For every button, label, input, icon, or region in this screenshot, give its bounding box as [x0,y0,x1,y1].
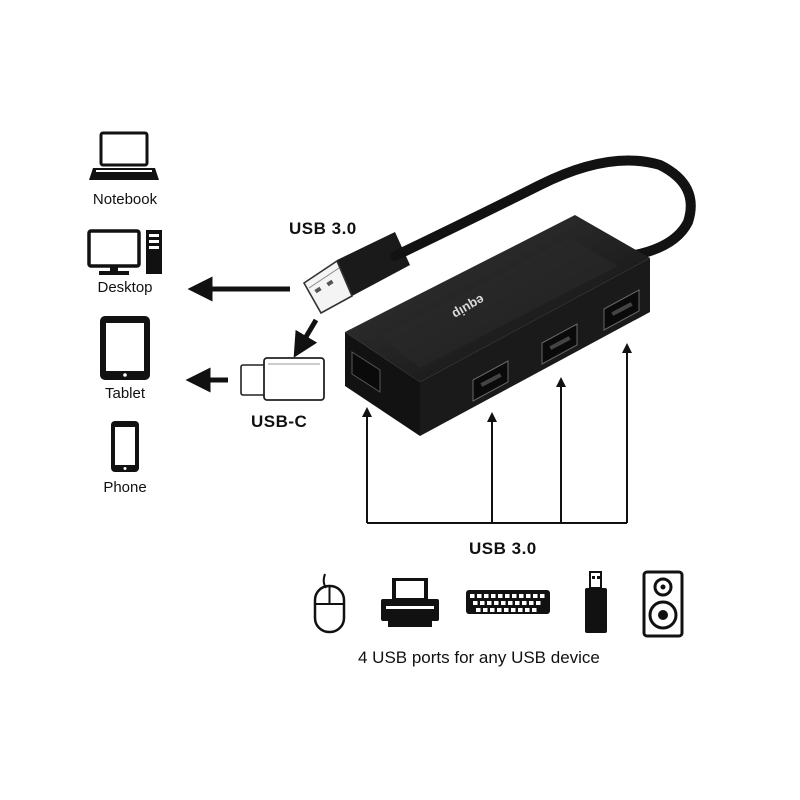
keyboard-key-icon [512,594,517,598]
usb-a-label: USB 3.0 [289,219,357,238]
keyboard-key-icon [533,594,538,598]
usb-a-plug [302,232,410,315]
keyboard-key-icon [497,608,502,612]
phone-icon [111,421,139,472]
keyboard-key-icon [526,594,531,598]
keyboard-key-icon [487,601,492,605]
usb-c-adapter [240,357,325,401]
keyboard-key-icon [483,608,488,612]
notebook-icon [89,131,159,180]
keyboard-key-icon [490,608,495,612]
keyboard-key-icon [515,601,520,605]
speaker-icon [642,570,684,638]
keyboard-key-icon [525,608,530,612]
port-connection-bracket [362,343,632,524]
keyboard-key-icon [494,601,499,605]
usb-port-3 [603,289,640,331]
device-label-tablet: Tablet [104,385,146,402]
keyboard-key-icon [511,608,516,612]
usb-c-label: USB-C [251,412,308,431]
keyboard-key-icon [540,594,545,598]
keyboard-key-icon [476,608,481,612]
keyboard-key-icon [473,601,478,605]
keyboard-key-icon [532,608,537,612]
device-label-phone: Phone [103,479,147,496]
keyboard-key-icon [505,594,510,598]
device-label-desktop: Desktop [97,279,153,296]
keyboard-icon [466,590,550,614]
keyboard-key-icon [508,601,513,605]
device-label-notebook: Notebook [92,191,158,208]
keyboard-key-icon [504,608,509,612]
keyboard-key-icon [491,594,496,598]
hub-cable [390,155,696,261]
keyboard-key-icon [470,594,475,598]
desktop-icon [87,229,162,275]
keyboard-key-icon [529,601,534,605]
keyboard-key-icon [522,601,527,605]
printer-icon [381,578,439,627]
tagline: 4 USB ports for any USB device [358,648,600,667]
keyboard-key-icon [518,608,523,612]
arrow-usb-a-to-c [293,318,319,358]
keyboard-key-icon [519,594,524,598]
keyboard-key-icon [536,601,541,605]
keyboard-key-icon [501,601,506,605]
mouse-icon [313,573,346,634]
usb-stick-icon [585,571,607,633]
tablet-icon [100,316,150,380]
keyboard-key-icon [477,594,482,598]
keyboard-key-icon [484,594,489,598]
hub-ports-label: USB 3.0 [469,539,537,558]
usb-port-side [351,351,381,393]
usb-port-2 [541,323,578,365]
keyboard-key-icon [498,594,503,598]
usb-port-1 [472,360,509,402]
keyboard-key-icon [480,601,485,605]
